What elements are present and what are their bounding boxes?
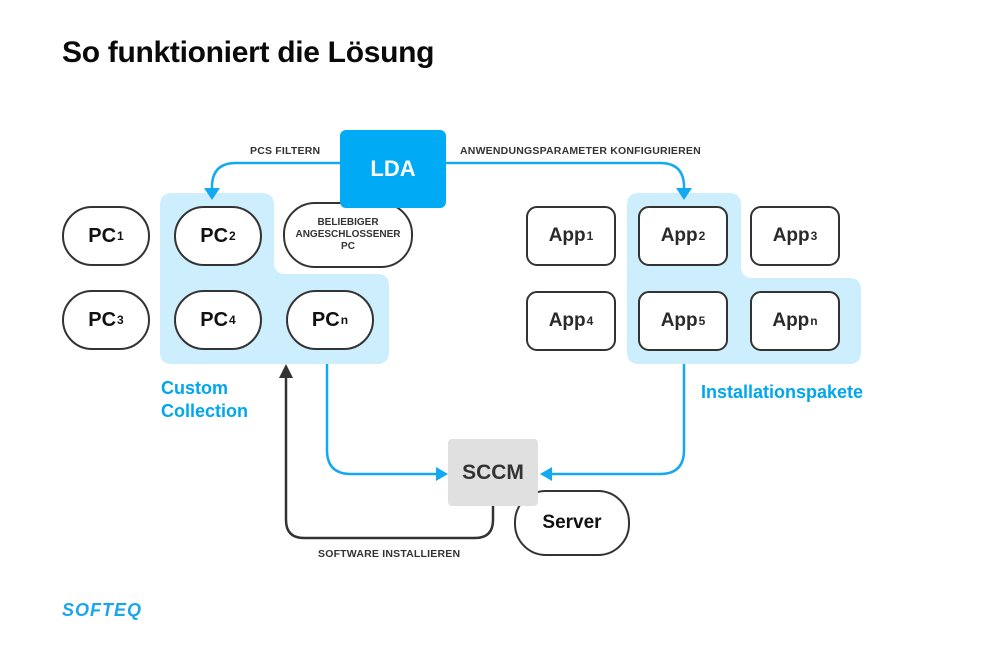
pc-label: PC — [200, 308, 229, 331]
pc-label: PC — [88, 224, 117, 247]
app-label: App — [660, 225, 698, 246]
arrow-packages-to-sccm — [548, 364, 686, 476]
install-packages-label: Installationspakete — [701, 382, 864, 402]
app-subscript: 1 — [586, 229, 594, 243]
edge-label-pcs-filter: PCS FILTERN — [250, 145, 321, 157]
app-subscript: 4 — [586, 314, 594, 328]
app-label: App — [548, 310, 586, 331]
any-pc-line: ANGESCHLOSSENER — [295, 229, 401, 240]
edge-label-install-software: SOFTWARE INSTALLIEREN — [318, 548, 461, 560]
custom-collection-line: Custom — [161, 378, 228, 398]
pc-subscript: 2 — [229, 229, 236, 243]
arrowhead-pcs — [204, 188, 220, 200]
arrow-install-software — [284, 376, 495, 540]
app-label: App — [660, 310, 698, 331]
any-pc-line: BELIEBIGER — [317, 217, 379, 228]
arrow-lda-to-pcs — [210, 161, 340, 190]
pc-label: PC — [88, 308, 117, 331]
app-label: App — [772, 310, 810, 331]
pc-subscript: n — [340, 313, 349, 327]
pc-subscript: 3 — [117, 313, 124, 327]
arrow-lda-to-apps — [446, 161, 686, 190]
pc-subscript: 1 — [117, 229, 124, 243]
arrow-collection-to-sccm — [325, 364, 440, 476]
app-subscript: n — [810, 314, 818, 328]
app-label: App — [548, 225, 586, 246]
arrowhead-apps — [676, 188, 692, 200]
lda-node[interactable]: LDA — [340, 130, 446, 208]
app-subscript: 5 — [698, 314, 706, 328]
arrowhead-sccm-left — [436, 467, 448, 481]
custom-collection-line: Collection — [161, 401, 249, 421]
pc-label: PC — [311, 308, 340, 331]
edge-label-configure-apps: ANWENDUNGSPARAMETER KONFIGURIEREN — [460, 145, 701, 157]
app-subscript: 3 — [810, 229, 818, 243]
arrowhead-install — [279, 364, 293, 378]
pc-subscript: 4 — [229, 313, 236, 327]
custom-collection-label: Custom Collection — [161, 377, 248, 423]
page-title: So funktioniert die Lösung — [62, 36, 435, 69]
arrowhead-sccm-right — [540, 467, 552, 481]
any-pc-line: PC — [341, 241, 355, 252]
app-subscript: 2 — [698, 229, 706, 243]
softeq-logo: SOFTEQ — [62, 600, 143, 620]
sccm-node[interactable]: SCCM — [448, 439, 538, 506]
any-connected-pc-node[interactable]: BELIEBIGER ANGESCHLOSSENER PC — [283, 202, 413, 268]
app-label: App — [772, 225, 810, 246]
pc-label: PC — [200, 224, 229, 247]
